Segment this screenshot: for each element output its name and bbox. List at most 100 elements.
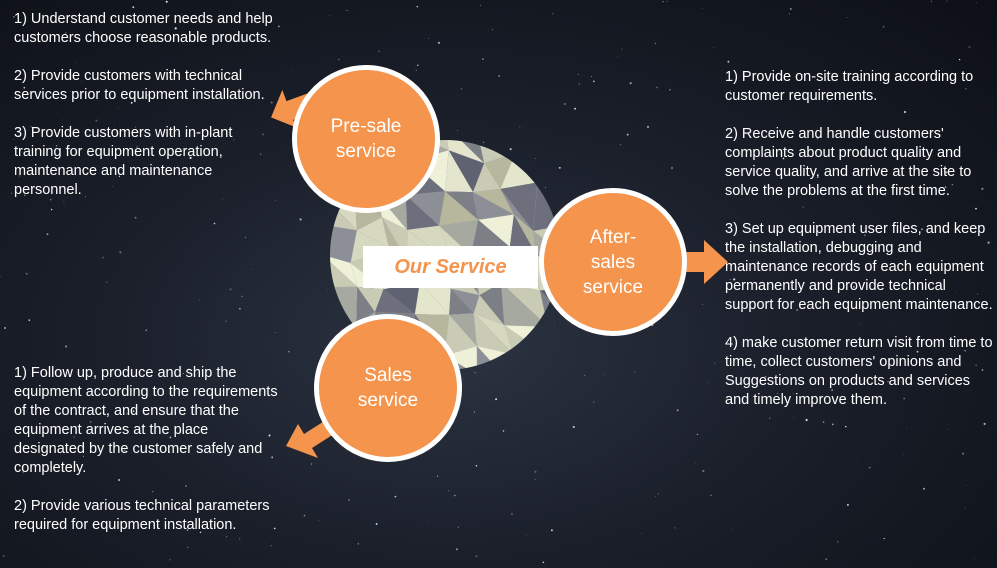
star: [118, 175, 121, 178]
star: [962, 452, 965, 455]
star: [882, 25, 885, 28]
star: [846, 503, 849, 506]
star: [617, 56, 619, 57]
star: [956, 291, 957, 293]
star: [145, 329, 148, 331]
star: [958, 345, 960, 347]
star: [22, 471, 24, 473]
star: [671, 167, 673, 169]
globe-facet: [330, 241, 352, 264]
star: [188, 368, 190, 369]
star: [509, 148, 512, 151]
sales-item-1: 1) Follow up, produce and ship the equip…: [14, 365, 278, 476]
star: [119, 251, 122, 254]
star: [428, 37, 429, 39]
star: [965, 88, 967, 90]
star: [475, 555, 478, 558]
star: [975, 364, 977, 366]
star: [987, 241, 990, 244]
star: [169, 436, 172, 439]
star: [357, 543, 359, 545]
star: [123, 449, 126, 452]
star: [318, 519, 320, 521]
star: [714, 362, 716, 364]
star: [95, 119, 98, 122]
sales-title-line1: Sales: [364, 365, 412, 386]
star: [55, 145, 58, 147]
star: [592, 80, 595, 83]
star: [885, 195, 887, 197]
star: [454, 494, 456, 497]
star: [189, 156, 192, 159]
star: [437, 41, 441, 45]
star: [733, 278, 736, 281]
star: [179, 95, 182, 98]
star: [226, 536, 228, 538]
sales-item-2: 2) Provide various technical parameters …: [14, 498, 270, 533]
sales-description: 1) Follow up, produce and ship the equip…: [14, 364, 279, 535]
star: [825, 558, 828, 561]
star: [415, 69, 417, 71]
globe-facet: [472, 191, 515, 221]
star: [117, 107, 119, 109]
star: [271, 456, 274, 459]
after-sales-arrow-icon: [684, 240, 728, 284]
star: [822, 421, 825, 423]
star: [946, 0, 948, 2]
star: [69, 91, 71, 93]
globe-facet: [473, 313, 514, 355]
star: [558, 166, 561, 169]
star: [41, 446, 45, 449]
star: [134, 126, 137, 128]
star: [777, 393, 779, 395]
star: [239, 538, 241, 540]
star: [975, 207, 977, 210]
star: [475, 464, 478, 467]
after-sales-title-line2: sales: [590, 251, 636, 273]
star: [25, 272, 28, 275]
star: [578, 83, 580, 85]
star: [185, 172, 187, 173]
star: [592, 401, 595, 403]
star: [274, 199, 276, 201]
star: [641, 533, 642, 534]
star: [827, 100, 829, 102]
star: [455, 548, 459, 551]
after-sales-title-line1: After-: [589, 226, 637, 248]
star: [293, 566, 294, 568]
star: [106, 281, 108, 283]
star: [572, 425, 575, 429]
star: [903, 397, 906, 400]
star: [574, 107, 576, 110]
star: [6, 109, 8, 111]
star: [877, 73, 879, 74]
star: [460, 88, 463, 90]
star: [886, 263, 888, 265]
star: [973, 558, 975, 560]
star: [447, 490, 450, 492]
star: [964, 507, 966, 508]
star: [114, 124, 115, 126]
star: [981, 187, 984, 190]
star: [727, 60, 730, 63]
star: [869, 467, 871, 469]
star: [241, 295, 243, 298]
star: [629, 82, 632, 85]
star: [526, 535, 527, 537]
star: [229, 288, 232, 291]
star: [165, 0, 168, 3]
star: [674, 527, 676, 529]
star: [534, 157, 536, 160]
star: [19, 192, 20, 194]
star: [906, 427, 907, 429]
star: [23, 194, 26, 197]
star: [13, 16, 15, 18]
star: [545, 187, 546, 189]
star: [417, 64, 419, 67]
pre-sale-item-3: 3) Provide customers with in-plant train…: [14, 125, 233, 198]
star: [89, 420, 92, 423]
star: [563, 102, 566, 106]
star: [964, 350, 966, 352]
star: [837, 541, 839, 543]
after-sales-service-circle: After- sales service: [539, 188, 687, 336]
